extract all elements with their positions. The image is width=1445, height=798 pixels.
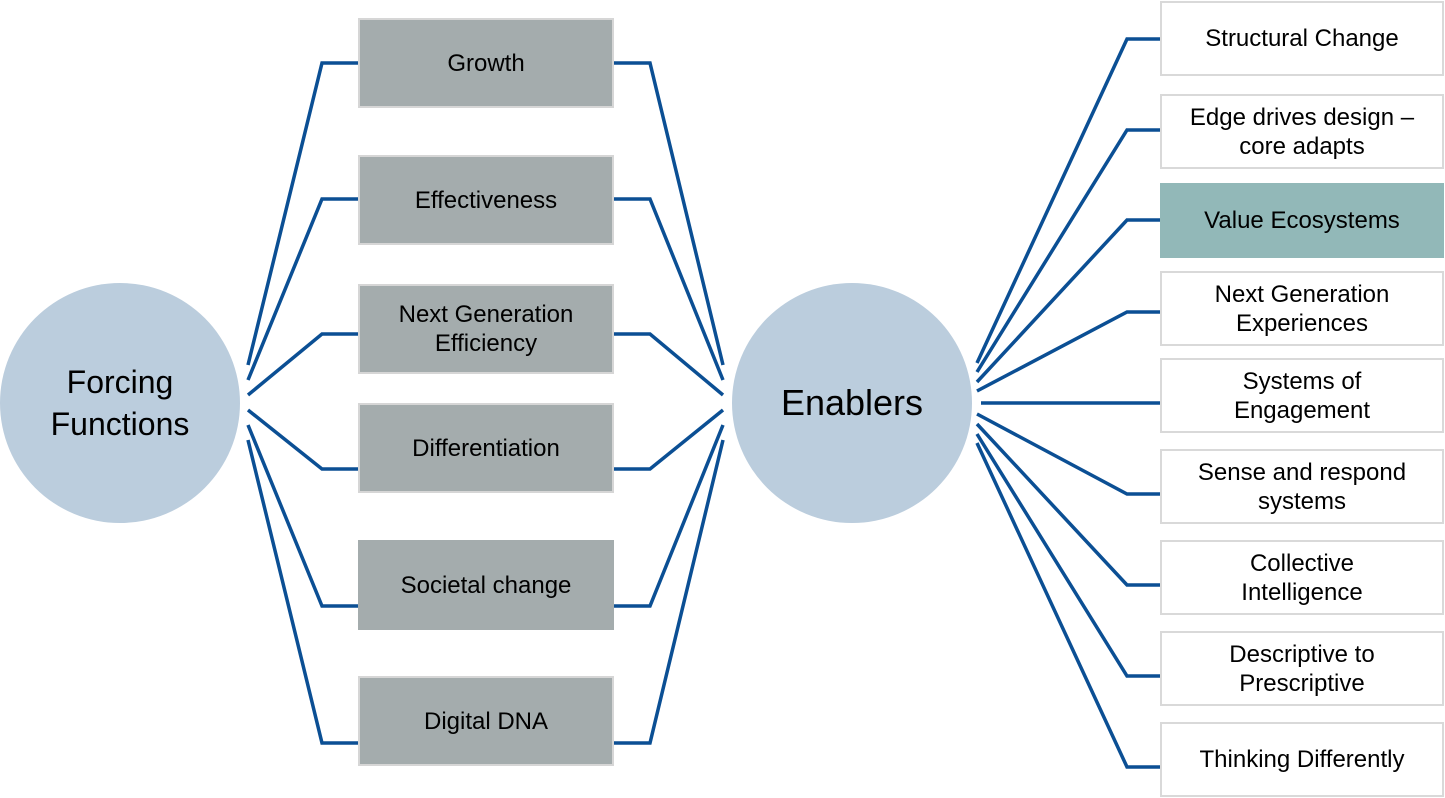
connector-forcing-right: [614, 61, 725, 366]
connector-enabler: [975, 218, 1160, 384]
forcing-box-differentiation[interactable]: Differentiation: [358, 403, 614, 493]
connector-forcing-left: [246, 332, 358, 397]
connector-enabler: [976, 310, 1160, 393]
enabler-box-label: Structural Change: [1205, 25, 1399, 52]
enablers-hub[interactable]: Enablers: [732, 283, 972, 523]
forcing-box-societal-change[interactable]: Societal change: [358, 540, 614, 630]
enablers-label: Enablers: [780, 382, 924, 423]
enabler-box-next-generation-experiences[interactable]: Next Generation Experiences: [1160, 271, 1444, 346]
forcing-box-next-generation-efficiency[interactable]: Next Generation Efficiency: [358, 284, 614, 374]
enabler-box-edge-drives-design[interactable]: Edge drives design – core adapts: [1160, 94, 1444, 169]
enabler-box-value-ecosystems[interactable]: Value Ecosystems: [1160, 183, 1444, 258]
enabler-box-systems-of-engagement[interactable]: Systems of Engagement: [1160, 358, 1444, 433]
connector-forcing-right: [614, 332, 725, 397]
connector-forcing-left: [246, 408, 358, 471]
forcing-box-label: Effectiveness: [414, 186, 558, 214]
enabler-box-label: Collective Intelligence: [1241, 549, 1363, 606]
enabler-box-label: Systems of Engagement: [1233, 367, 1371, 424]
connector-enabler: [975, 433, 1160, 678]
enabler-box-collective-intelligence[interactable]: Collective Intelligence: [1160, 540, 1444, 615]
connector-forcing-left: [246, 439, 358, 745]
enabler-box-label: Descriptive to Prescriptive: [1229, 640, 1375, 697]
enabler-box-label: Thinking Differently: [1199, 746, 1405, 773]
forcing-box-label: Next Generation Efficiency: [398, 301, 574, 357]
connector-forcing-left: [246, 61, 358, 366]
enabler-box-descriptive-to-prescriptive[interactable]: Descriptive to Prescriptive: [1160, 631, 1444, 706]
enabler-box-thinking-differently[interactable]: Thinking Differently: [1160, 722, 1444, 797]
forcing-box-label: Differentiation: [412, 434, 560, 462]
enabler-box-label: Value Ecosystems: [1204, 207, 1400, 234]
enabler-box-label: Edge drives design – core adapts: [1189, 103, 1415, 160]
connector-forcing-right: [614, 408, 725, 471]
connector-forcing-left: [246, 197, 358, 381]
enabler-box-label: Next Generation Experiences: [1214, 280, 1390, 337]
connector-enabler: [975, 422, 1160, 587]
forcing-box-effectiveness[interactable]: Effectiveness: [358, 155, 614, 245]
enabler-box-structural-change[interactable]: Structural Change: [1160, 1, 1444, 76]
connector-forcing-right: [614, 439, 725, 745]
connector-enabler: [975, 128, 1160, 373]
enabler-box-sense-and-respond[interactable]: Sense and respond systems: [1160, 449, 1444, 524]
forcing-box-label: Digital DNA: [423, 707, 549, 735]
enabler-box-label: Sense and respond systems: [1197, 458, 1407, 515]
connector-enabler: [975, 37, 1160, 364]
forcing-box-label: Societal change: [400, 571, 572, 599]
forcing-functions-hub[interactable]: Forcing Functions: [0, 283, 240, 523]
connector-enabler: [976, 412, 1160, 496]
connector-enabler: [975, 442, 1160, 769]
connector-forcing-right: [614, 197, 725, 381]
forcing-functions-label: Forcing Functions: [50, 364, 190, 442]
connector-forcing-right: [614, 424, 725, 608]
forcing-box-digital-dna[interactable]: Digital DNA: [358, 676, 614, 766]
connector-forcing-left: [246, 424, 358, 608]
forcing-box-growth[interactable]: Growth: [358, 18, 614, 108]
forcing-box-label: Growth: [447, 49, 525, 77]
